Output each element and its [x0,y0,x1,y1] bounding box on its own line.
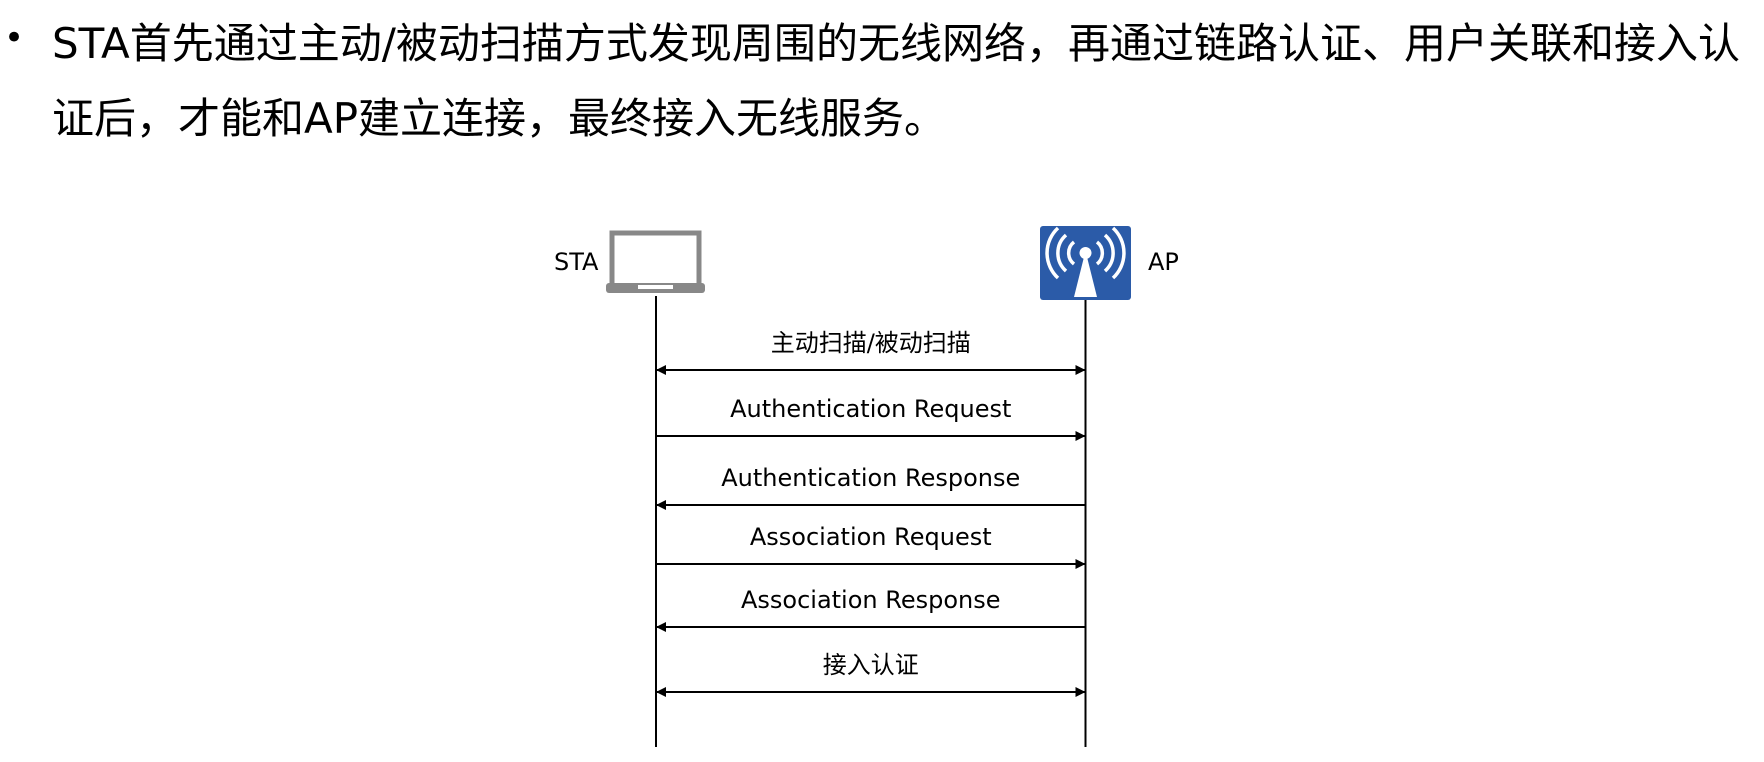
sta-label: STA [554,248,599,276]
wireless-ap-icon [1040,226,1131,300]
bullet-paragraph: • STA首先通过主动/被动扫描方式发现周围的无线网络，再通过链路认证、用户关联… [0,0,1764,150]
message-label-5: Association Response [740,586,1001,614]
message-label-1: 主动扫描/被动扫描 [770,329,971,357]
message-label-2: Authentication Request [730,395,1012,423]
laptop-icon [606,230,705,293]
message-arrows [656,365,1086,697]
message-label-4: Association Request [749,523,992,551]
ap-label: AP [1148,248,1179,276]
message-label-6: 接入认证 [822,651,919,679]
bullet-text: STA首先通过主动/被动扫描方式发现周围的无线网络，再通过链路认证、用户关联和接… [52,19,1740,143]
bullet-dot: • [4,18,25,58]
message-label-3: Authentication Response [721,464,1021,492]
